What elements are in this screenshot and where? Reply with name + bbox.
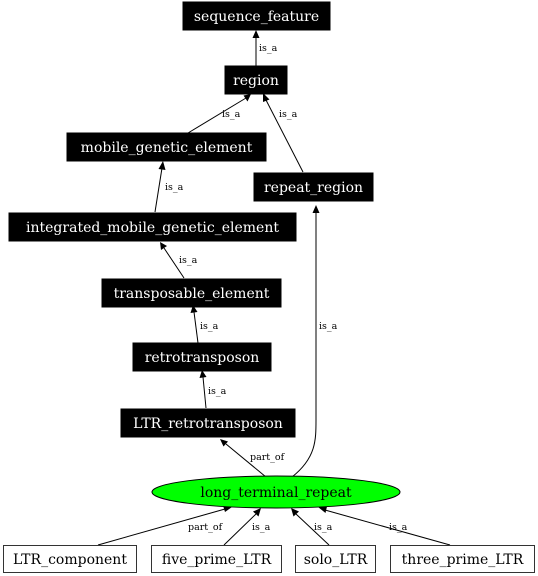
node-three-prime-ltr[interactable]: three_prime_LTR [390, 545, 535, 573]
edge-label-te-imge: is_a [179, 255, 198, 266]
edge-label-component-ltr: part_of [188, 522, 224, 533]
node-label-ltr-retrotransposon: LTR_retrotransposon [133, 416, 283, 432]
edge-ltr-ltr-retro: part_of [220, 439, 286, 478]
node-label-transposable-element: transposable_element [114, 286, 270, 302]
node-label-sequence-feature: sequence_feature [194, 9, 319, 25]
node-label-region: region [233, 73, 279, 89]
node-label-integrated-mobile-genetic-element: integrated_mobile_genetic_element [26, 220, 279, 236]
node-ltr-component[interactable]: LTR_component [3, 545, 137, 573]
edge-ltr-retro-retro: is_a [199, 370, 227, 409]
node-repeat-region[interactable]: repeat_region [253, 172, 374, 202]
node-region[interactable]: region [224, 65, 288, 95]
node-ltr-retrotransposon[interactable]: LTR_retrotransposon [120, 408, 296, 438]
node-long-terminal-repeat[interactable]: long_terminal_repeat [151, 475, 401, 509]
edge-label-ltr-retro-retro: is_a [208, 386, 227, 397]
edge-label-ltr-ltr-retro: part_of [250, 452, 286, 463]
edge-label-repeat-region-region: is_a [279, 109, 298, 120]
node-integrated-mobile-genetic-element[interactable]: integrated_mobile_genetic_element [8, 212, 297, 242]
edge-label-mge-region: is_a [222, 109, 241, 120]
edge-solo-ltr: is_a [291, 508, 333, 546]
edge-three-prime-ltr: is_a [318, 506, 451, 546]
edge-label-imge-mge: is_a [165, 182, 184, 193]
edge-label-five-prime-ltr: is_a [252, 522, 271, 533]
edge-component-ltr: part_of [97, 505, 232, 546]
edge-region-sequence-feature: is_a [252, 30, 278, 68]
node-transposable-element[interactable]: transposable_element [101, 278, 282, 308]
node-solo-ltr[interactable]: solo_LTR [295, 545, 376, 573]
node-label-mobile-genetic-element: mobile_genetic_element [81, 140, 253, 156]
node-label-repeat-region: repeat_region [264, 180, 363, 196]
edge-mge-region: is_a [187, 94, 251, 134]
edge-label-ltr-repeat-region: is_a [319, 321, 338, 332]
edge-label-retro-te: is_a [200, 321, 219, 332]
node-retrotransposon[interactable]: retrotransposon [132, 342, 272, 372]
node-sequence-feature[interactable]: sequence_feature [182, 1, 331, 31]
node-label-solo-ltr: solo_LTR [304, 552, 368, 568]
edge-retro-te: is_a [190, 305, 219, 344]
node-label-five-prime-ltr: five_prime_LTR [162, 552, 272, 568]
node-label-three-prime-ltr: three_prime_LTR [402, 552, 524, 568]
edge-label-solo-ltr: is_a [314, 522, 333, 533]
edge-te-imge: is_a [160, 242, 198, 279]
node-mobile-genetic-element[interactable]: mobile_genetic_element [66, 132, 267, 162]
node-five-prime-ltr[interactable]: five_prime_LTR [151, 545, 282, 573]
edge-label-three-prime-ltr: is_a [389, 522, 408, 533]
node-label-ltr-component: LTR_component [13, 552, 127, 568]
edge-five-prime-ltr: is_a [223, 508, 271, 546]
edge-label-region-sequence-feature: is_a [259, 43, 278, 54]
edge-repeat-region-region: is_a [263, 93, 304, 173]
node-label-retrotransposon: retrotransposon [145, 350, 260, 366]
node-label-long-terminal-repeat: long_terminal_repeat [200, 485, 352, 501]
edge-ltr-repeat-region: is_a [291, 205, 338, 478]
edge-imge-mge: is_a [154, 161, 184, 213]
